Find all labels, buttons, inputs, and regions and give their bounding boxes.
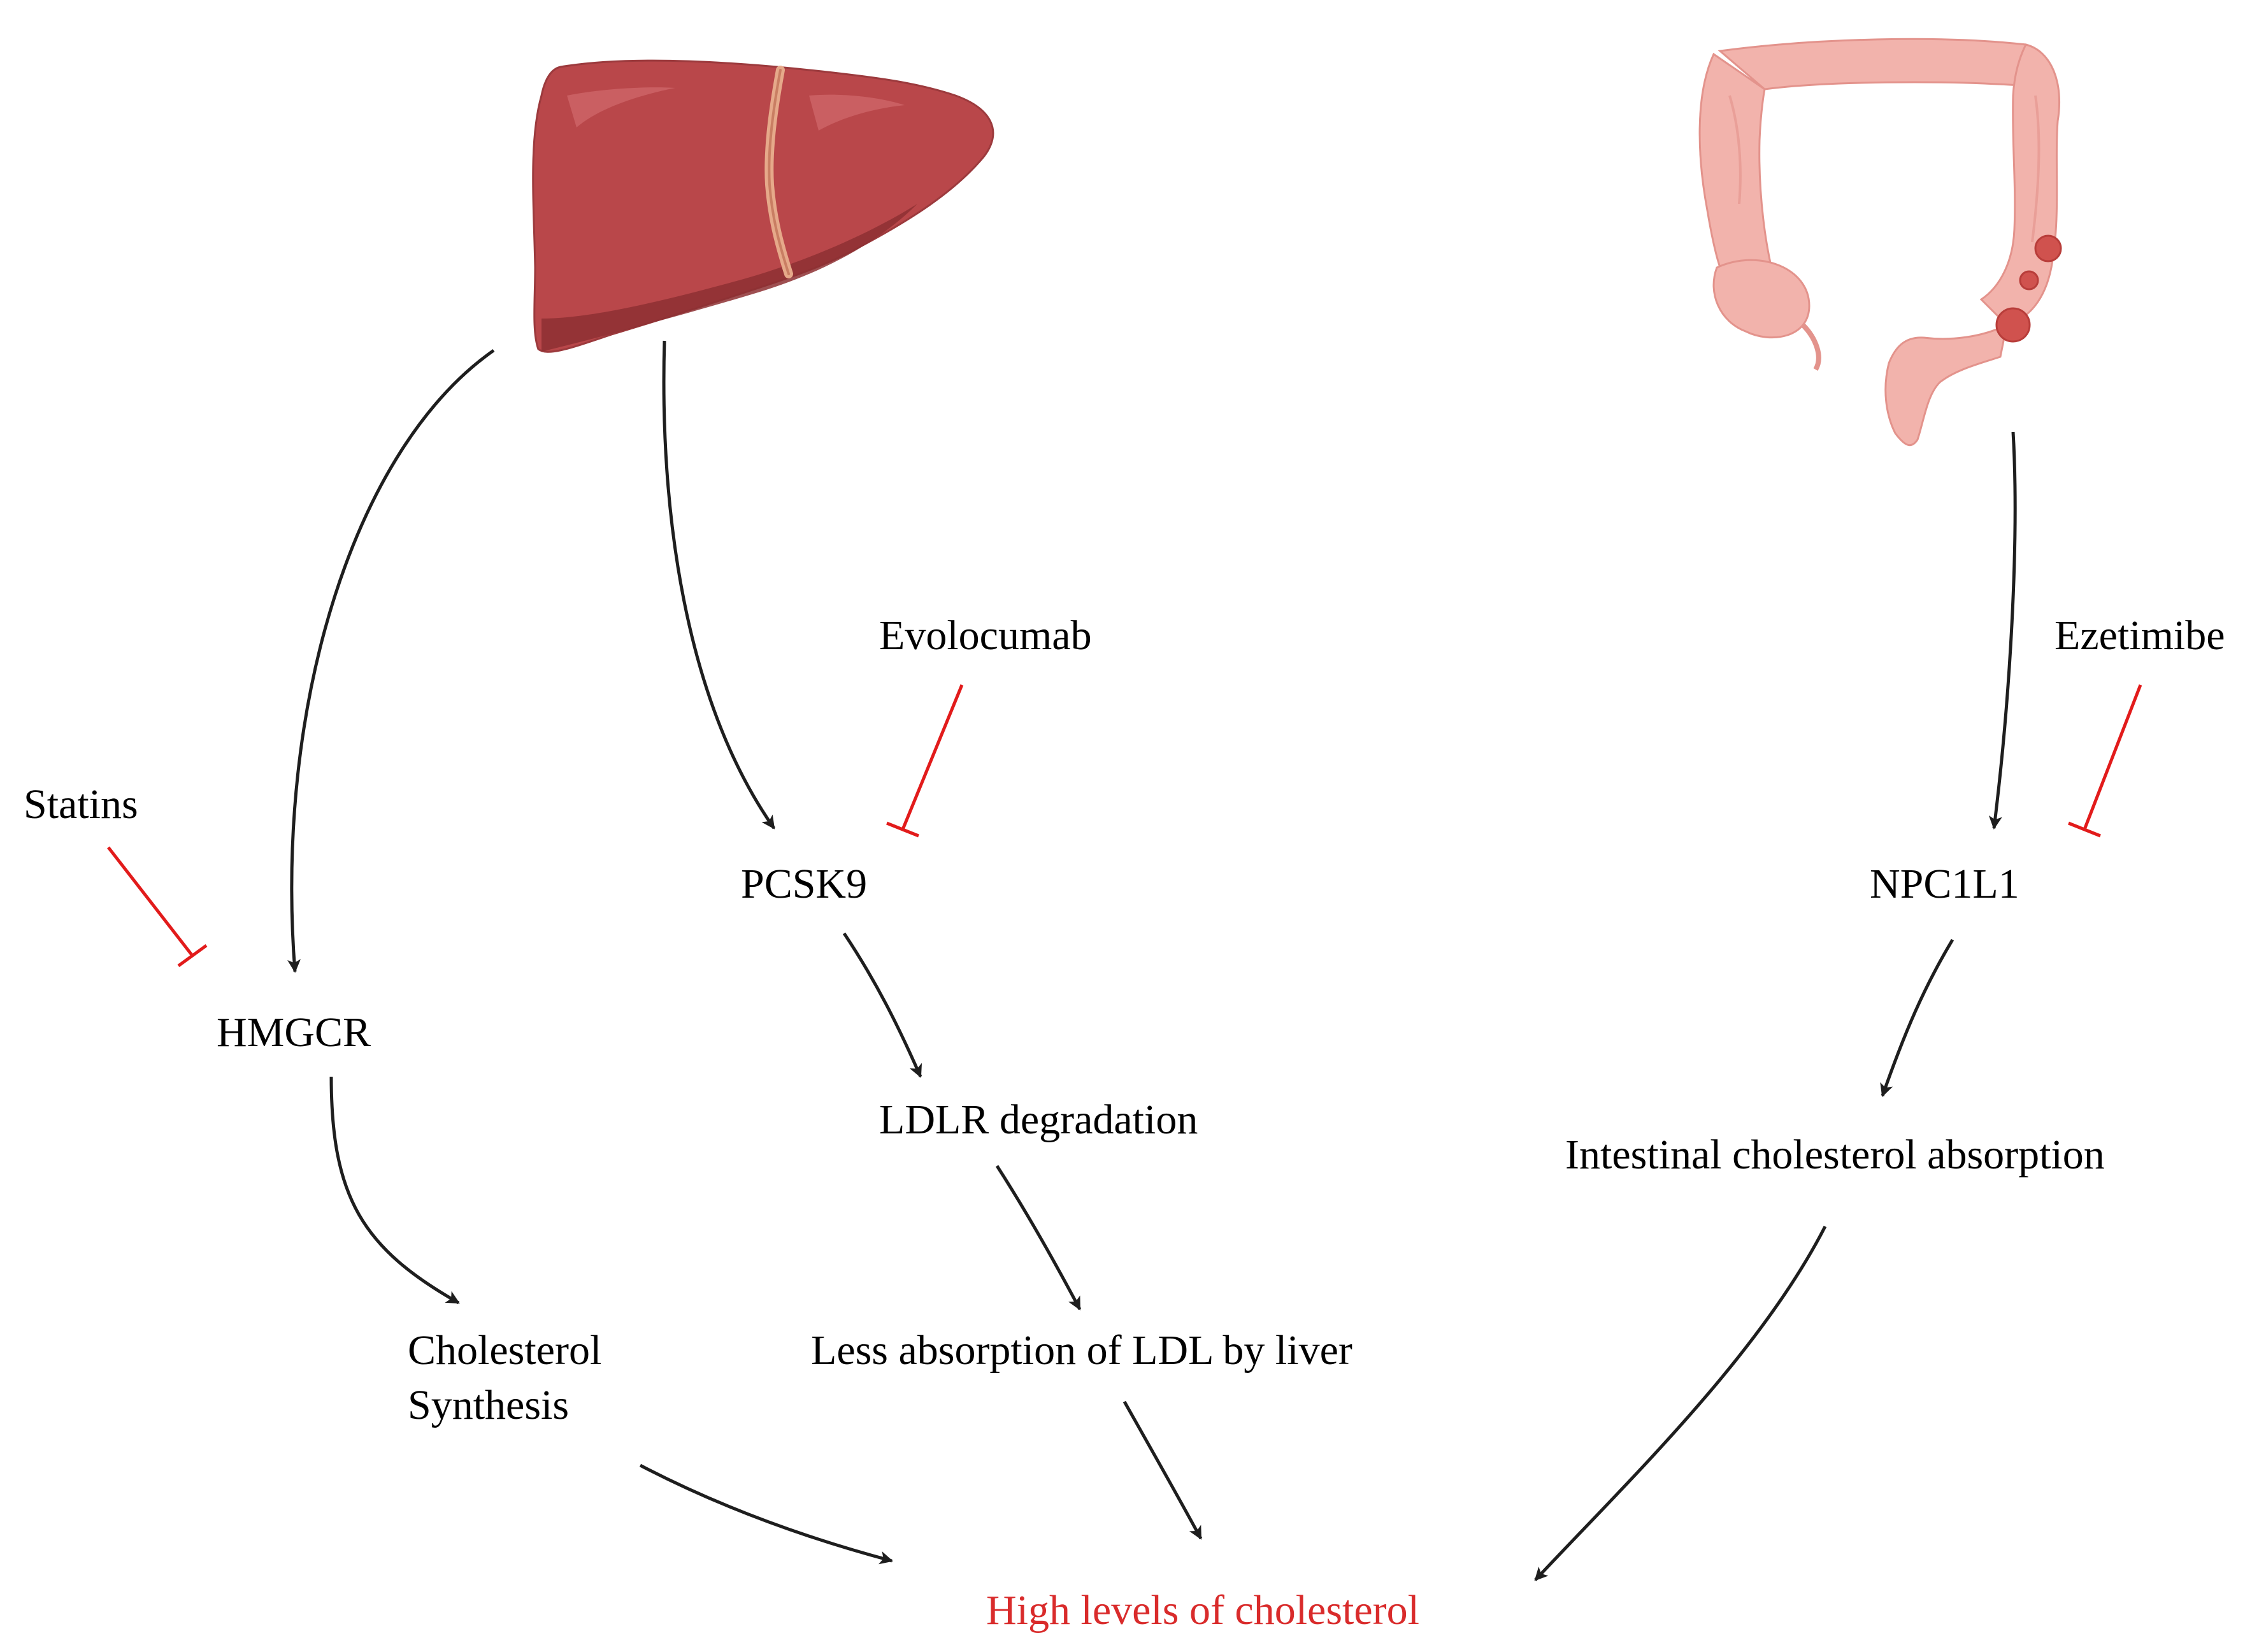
evolocumab-label: Evolocumab [879, 612, 1092, 659]
high-cholesterol-label: High levels of cholesterol [986, 1587, 1419, 1634]
ldlr-degradation-label: LDLR degradation [879, 1096, 1198, 1143]
intestine-icon [1698, 38, 2062, 447]
arrow-less-absorption-to-high-levels [1122, 1400, 1203, 1540]
inhibition-statins-hmgcr [107, 846, 208, 968]
hmgcr-label: HMGCR [217, 1009, 371, 1056]
pcsk9-label: PCSK9 [741, 861, 868, 907]
npc1l1-label: NPC1L1 [1870, 861, 2019, 907]
arrow-liver-to-pcsk9 [662, 340, 776, 830]
inhibition-evolocumab-pcsk9 [886, 684, 964, 838]
arrow-synthesis-to-high-levels [639, 1463, 894, 1565]
liver-icon [532, 59, 994, 353]
inhibition-ezetimibe-npc1l1 [2068, 684, 2142, 838]
arrow-liver-to-hmgcr [287, 348, 495, 973]
intestinal-absorption-label: Intestinal cholesterol absorption [1565, 1131, 2105, 1178]
arrow-intestine-to-npc1l1 [1988, 431, 2017, 830]
ezetimibe-label: Ezetimibe [2054, 612, 2225, 659]
arrow-hmgcr-to-synthesis [329, 1076, 460, 1305]
arrow-pcsk9-to-ldlr [842, 932, 922, 1078]
less-absorption-label: Less absorption of LDL by liver [811, 1327, 1352, 1374]
arrow-ldlr-to-less-absorption [995, 1165, 1082, 1311]
statins-label: Statins [24, 781, 138, 828]
arrow-intestinal-absorption-to-high-levels [1534, 1225, 1827, 1581]
arrow-npc1l1-to-intestinal-absorption [1880, 938, 1954, 1097]
cholesterol-synthesis-label: Cholesterol Synthesis [408, 1327, 602, 1428]
